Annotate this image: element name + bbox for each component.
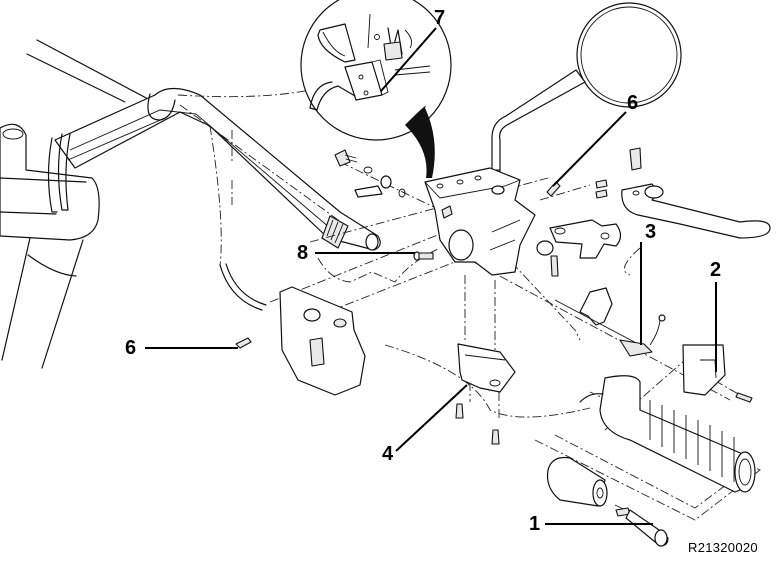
switch-housing [334, 149, 561, 276]
callout-8: 8 [297, 242, 309, 264]
detail-inset [300, 0, 452, 141]
reference-code: R21320020 [688, 540, 758, 555]
callout-6-switch: 6 [125, 337, 137, 359]
callout-3: 3 [645, 221, 657, 243]
top-clamp [0, 123, 100, 241]
left-switch-unit [219, 263, 366, 396]
bar-end-weight [546, 456, 669, 547]
callout-2: 2 [710, 259, 722, 281]
leader-4 [395, 384, 468, 452]
leader-7 [380, 27, 437, 92]
bracket-part [682, 344, 753, 403]
callout-7: 7 [434, 7, 446, 29]
callout-leaders [145, 27, 717, 525]
switch-lower-shell [455, 343, 516, 445]
clamp-screw-part [413, 251, 434, 261]
callout-6-mirror: 6 [627, 92, 639, 114]
brake-lever [536, 147, 771, 277]
callout-1: 1 [529, 513, 541, 535]
detail-pointer [405, 106, 435, 178]
throttle-cable-part [554, 287, 666, 357]
leader-6-mirror [552, 111, 627, 187]
fork-tube [1, 237, 84, 369]
callout-4: 4 [382, 443, 394, 465]
handlebar [26, 39, 381, 251]
mirror [491, 2, 682, 187]
throttle-grip [579, 375, 756, 493]
